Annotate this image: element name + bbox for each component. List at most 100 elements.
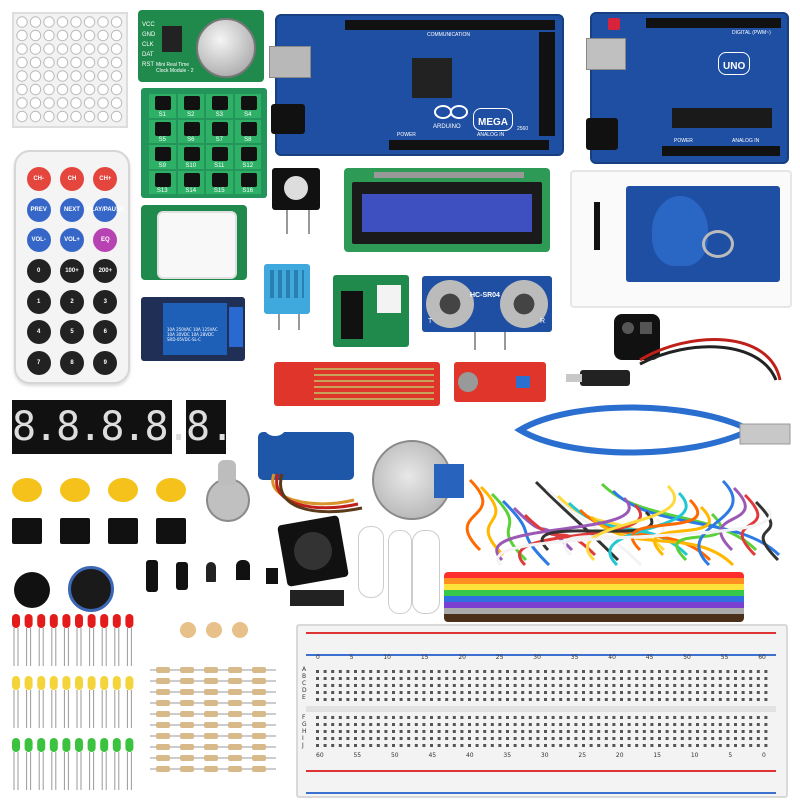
keypad-key[interactable]: S4 [234,94,261,118]
remote-button[interactable]: NEXT [57,197,86,224]
breadboard-hole [346,677,350,680]
breadboard-hole [635,737,639,740]
remote-button[interactable]: CH [57,166,86,193]
rfid-keyfob [652,196,708,266]
breadboard-hole [346,737,350,740]
keypad-key[interactable]: S3 [206,94,233,118]
breadboard-hole [414,677,418,680]
remote-button[interactable]: PLAY/PAUSE [87,197,124,224]
breadboard-hole [604,691,608,694]
remote-button[interactable]: 8 [57,349,86,376]
breadboard-hole [483,723,487,726]
jumper-wire [545,487,643,567]
keypad-key[interactable]: S5 [149,119,176,143]
resistor [252,711,266,717]
breadboard-hole [430,730,433,733]
arduino-mega-board: COMMUNICATION MEGA ARDUINO 2560 POWER AN… [269,14,564,156]
remote-button[interactable]: CH- [24,166,53,193]
remote-button[interactable]: 1 [24,288,53,315]
keypad-key[interactable]: S13 [149,170,176,194]
breadboard-hole [483,698,487,701]
breadboard-hole [582,691,585,694]
remote-button[interactable]: 6 [91,319,120,346]
breadboard-hole [490,684,494,687]
breadboard-hole [468,737,471,740]
breadboard-hole [361,737,365,740]
breadboard-hole [597,670,601,673]
remote-button[interactable]: PREV [24,197,53,224]
breadboard-hole [551,698,555,701]
remote-button[interactable]: EQ [91,227,120,254]
remote-button[interactable]: 0 [24,258,53,285]
remote-button-label: 5 [70,329,74,336]
breadboard-hole [354,698,357,701]
breadboard-hole [445,744,449,747]
passive-buzzer [68,566,114,612]
remote-button[interactable]: 7 [24,349,53,376]
keypad-key[interactable]: S14 [177,170,204,194]
breadboard-hole [460,691,464,694]
keypad-key[interactable]: S12 [234,145,261,169]
keypad-key[interactable]: S8 [234,119,261,143]
matrix-led [56,16,69,28]
remote-button[interactable]: 100+ [57,258,86,285]
remote-button[interactable]: 9 [91,349,120,376]
remote-button[interactable]: VOL- [24,227,53,254]
keypad-key-cap [240,172,257,187]
breadboard-hole [369,744,373,747]
breadboard-hole [589,698,593,701]
keypad-key[interactable]: S11 [206,145,233,169]
keypad-key[interactable]: S6 [177,119,204,143]
matrix-led [83,56,96,69]
breadboard-hole [566,691,570,694]
resistor [204,700,218,706]
breadboard-hole [635,744,639,747]
breadboard-hole [566,737,570,740]
breadboard-hole [597,698,601,701]
keypad-key-cap [212,147,228,161]
matrix-led [83,70,96,82]
remote-button[interactable]: VOL+ [57,227,86,254]
breadboard-hole [650,691,654,694]
remote-button[interactable]: CH+ [91,166,120,193]
led [37,676,46,690]
pir-motion-sensor [141,205,247,280]
remote-button[interactable]: 3 [91,288,120,315]
breadboard-hole [338,716,342,719]
remote-button-cap: 9 [93,350,118,375]
breadboard-hole [384,670,388,673]
keypad-key[interactable]: S9 [149,145,176,169]
breadboard-hole [331,698,335,701]
matrix-led [83,97,96,109]
breadboard-hole [521,698,525,701]
resistor [180,678,194,684]
breadboard-hole [688,737,692,740]
remote-button-cap: 1 [26,289,51,314]
keypad-key[interactable]: S7 [206,119,233,143]
keypad-key[interactable]: S10 [177,145,204,169]
remote-button[interactable]: 5 [57,319,86,346]
capacitor [146,560,158,592]
servo-horn [358,526,384,598]
potentiometer [206,460,250,522]
resistor [156,700,170,706]
keypad-key[interactable]: S15 [206,170,233,194]
breadboard-column-number: 25 [495,654,504,661]
servo-wires [271,473,363,514]
keypad-key[interactable]: S2 [177,94,204,118]
keypad-key[interactable]: S1 [149,94,176,118]
breadboard-hole [627,684,631,687]
remote-button[interactable]: 2 [57,288,86,315]
breadboard-hole [513,744,517,747]
keypad-key[interactable]: S16 [234,170,261,194]
uno-model-label: UNO [723,61,746,72]
led [49,738,58,752]
remote-button[interactable]: 4 [24,319,53,346]
breadboard-hole [726,737,730,740]
matrix-led [97,110,109,123]
breadboard-hole [711,677,715,680]
breadboard-hole [741,684,745,687]
remote-button[interactable]: 200+ [91,258,120,285]
breadboard-hole [399,698,403,701]
breadboard-hole [574,744,578,747]
